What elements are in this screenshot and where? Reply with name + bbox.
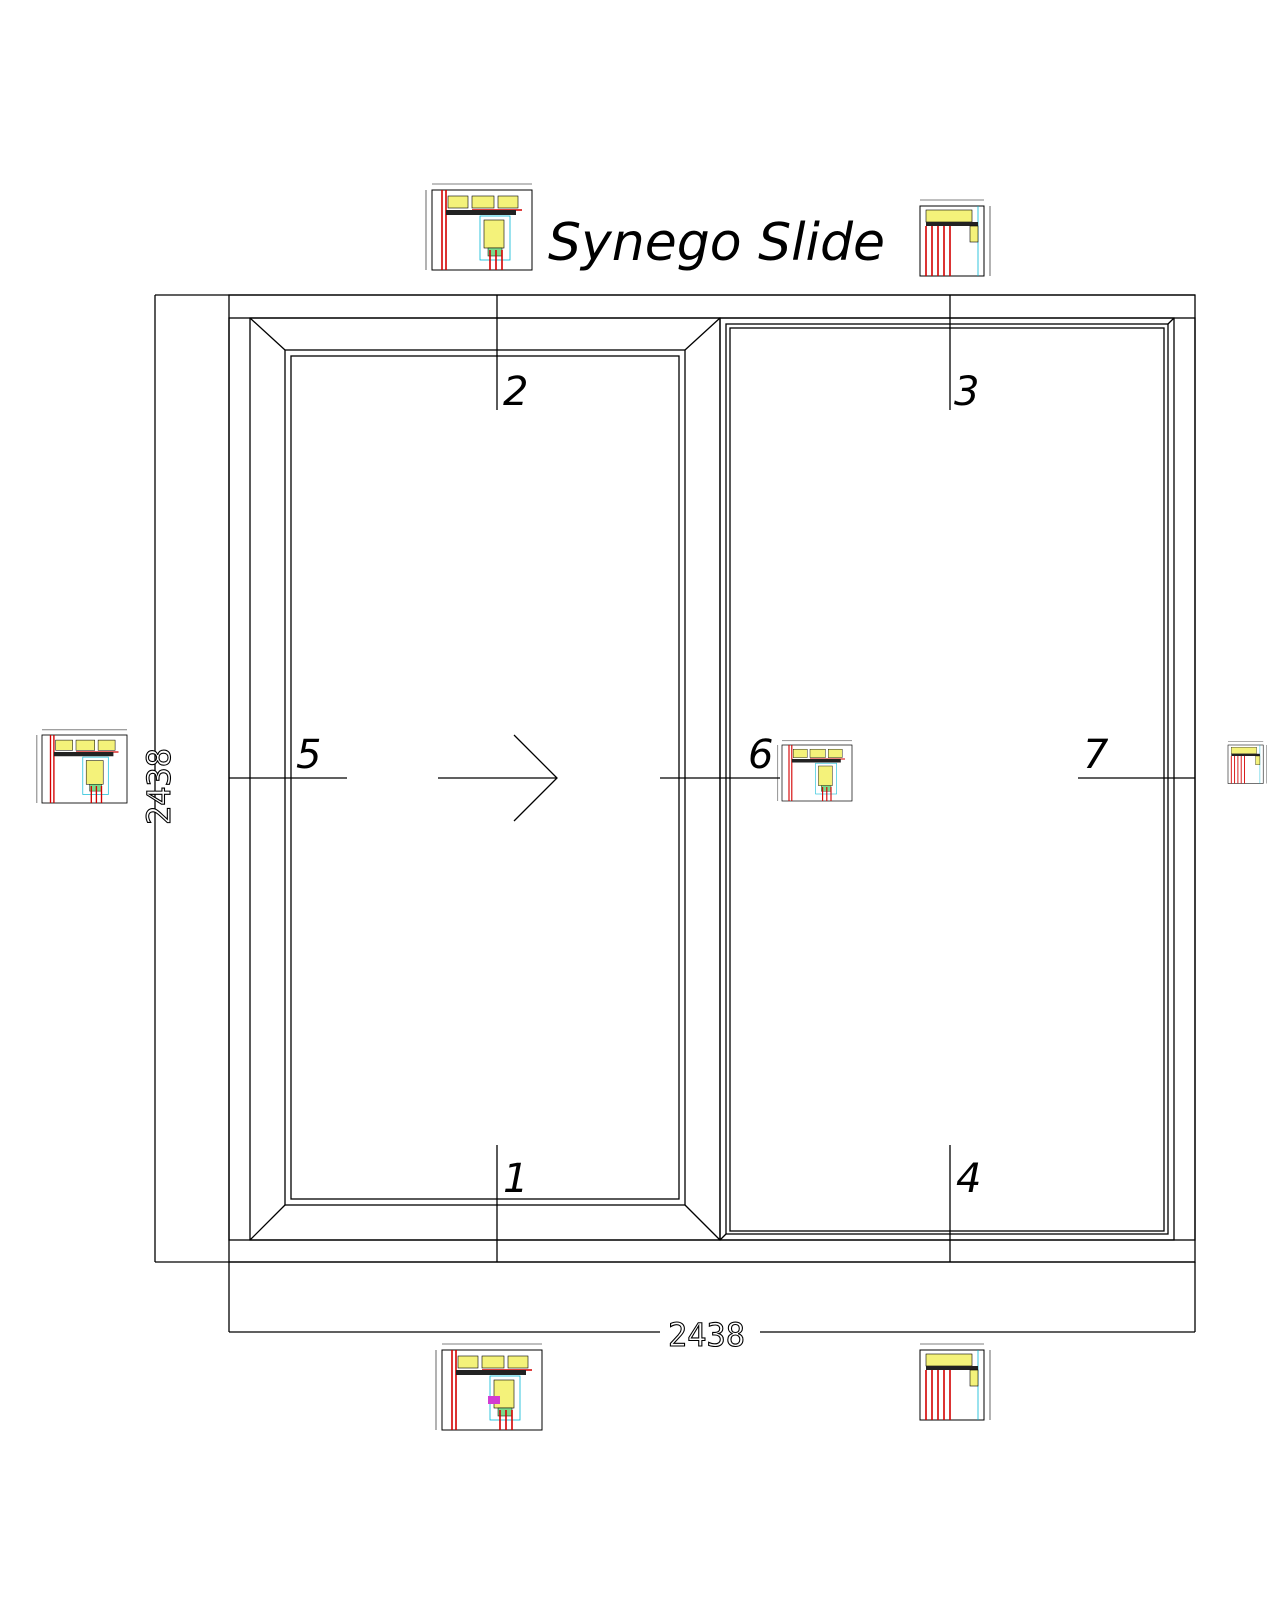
- section-label-4: 4: [956, 1156, 981, 1202]
- drawing-title: Synego Slide: [548, 213, 885, 273]
- left-sliding-sash: [249, 317, 721, 1241]
- section-label-1: 1: [503, 1156, 528, 1202]
- width-dimension: 2438: [668, 1316, 745, 1354]
- section-label-7: 7: [1083, 732, 1109, 778]
- section-label-3: 3: [954, 369, 979, 415]
- window-frame: [154, 294, 1196, 1333]
- section-detail-1: [435, 1343, 543, 1431]
- opening-direction-arrow: [513, 734, 558, 822]
- section-detail-4: [919, 1343, 991, 1421]
- section-detail-7: [1227, 741, 1267, 784]
- section-label-2: 2: [503, 369, 528, 415]
- section-detail-5: [36, 729, 128, 804]
- section-detail-2: [425, 183, 533, 271]
- section-label-6: 6: [748, 732, 773, 778]
- right-fixed-sash: [719, 317, 1175, 1241]
- height-dimension: 2438: [140, 748, 178, 825]
- section-label-5: 5: [296, 732, 321, 778]
- section-detail-3: [919, 199, 991, 277]
- section-cut-lines: [229, 295, 1195, 1262]
- section-detail-6: [777, 740, 853, 802]
